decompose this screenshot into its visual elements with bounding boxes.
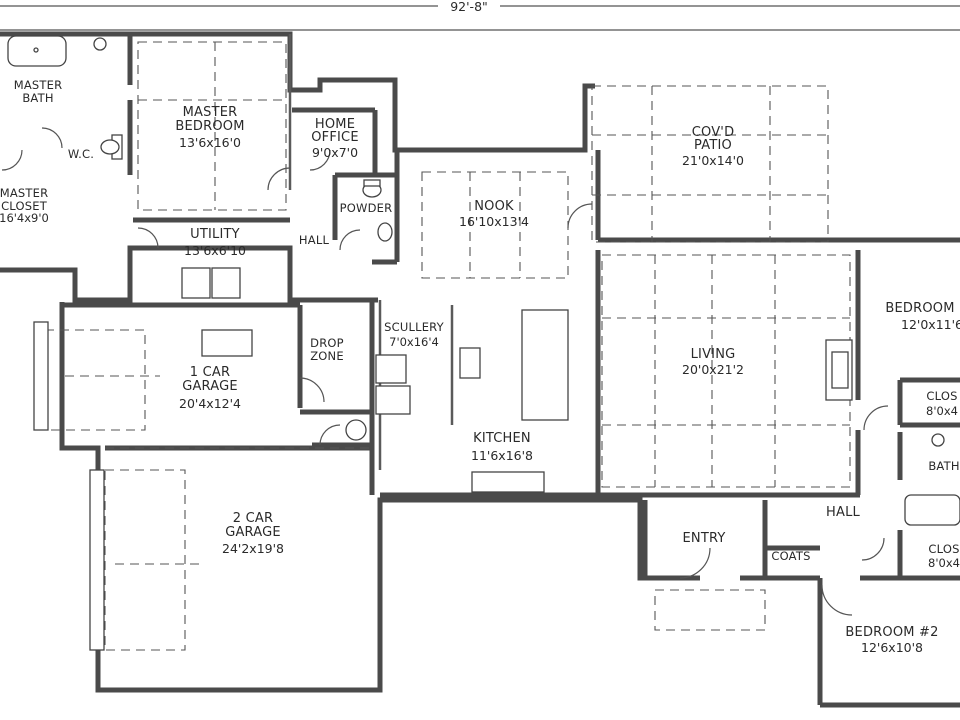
home-office-size: 9'0x7'0 (312, 145, 358, 160)
exterior-walls (0, 31, 960, 708)
freezer-icon (375, 385, 411, 415)
range-icon (459, 347, 481, 379)
covd-patio-size: 21'0x14'0 (682, 153, 744, 168)
bathtub-2-icon (904, 494, 960, 526)
bedroom-2-size: 12'6x10'8 (861, 640, 923, 655)
closet-2-size: 8'0x4 (928, 556, 960, 570)
living-size: 20'0x21'2 (682, 362, 744, 377)
living-label: LIVING (691, 347, 736, 362)
hall-1-label: HALL (299, 233, 330, 247)
washer-icon (181, 267, 211, 299)
bath-label: BATH (928, 459, 959, 473)
closet-1-size: 8'0x4 (926, 404, 958, 418)
kitchen-sink-icon (471, 471, 545, 493)
garage-2-size: 24'2x19'8 (222, 541, 284, 556)
water-heater-icon (345, 419, 367, 441)
entry-label: ENTRY (682, 531, 725, 546)
fixtures (7, 35, 960, 651)
dryer-icon (211, 267, 241, 299)
utility-label: UTILITY (190, 227, 240, 242)
nook-size: 16'10x13'4 (459, 214, 529, 229)
bath-sink-icon (931, 433, 945, 447)
overall-dimension: 92'-8" (0, 0, 960, 31)
wc-label: W.C. (68, 147, 94, 161)
kitchen-island (521, 309, 569, 421)
hall-2-label: HALL (826, 505, 861, 520)
garage-door-1 (33, 321, 49, 431)
scullery-label: SCULLERY (384, 320, 444, 334)
kitchen-size: 11'6x16'8 (471, 448, 533, 463)
bedroom-1-label: BEDROOM (885, 301, 954, 316)
closet-2-label: CLOS (928, 542, 959, 556)
utility-size: 13'6x6'10 (184, 243, 246, 258)
master-closet-size: 16'4x9'0 (0, 211, 49, 225)
fridge-icon (375, 354, 407, 384)
garage-1-size: 20'4x12'4 (179, 396, 241, 411)
overall-width-label: 92'-8" (450, 0, 488, 14)
powder-sink-icon (377, 222, 393, 242)
coats-label: COATS (771, 549, 810, 563)
powder-label: POWDER (340, 201, 393, 215)
kitchen-label: KITCHEN (473, 431, 531, 446)
sink-icon (93, 37, 107, 51)
closet-1-label: CLOS (926, 389, 957, 403)
bedroom-2-label: BEDROOM #2 (845, 625, 938, 640)
ceiling-dashed-lines (44, 41, 851, 651)
door-swings (1, 127, 889, 616)
master-bedroom-size: 13'6x16'0 (179, 135, 241, 150)
garage-door-2 (89, 469, 105, 651)
bedroom-1-size: 12'0x11'6 (901, 317, 960, 332)
scullery-size: 7'0x16'4 (389, 335, 439, 349)
nook-label: NOOK (474, 199, 514, 214)
